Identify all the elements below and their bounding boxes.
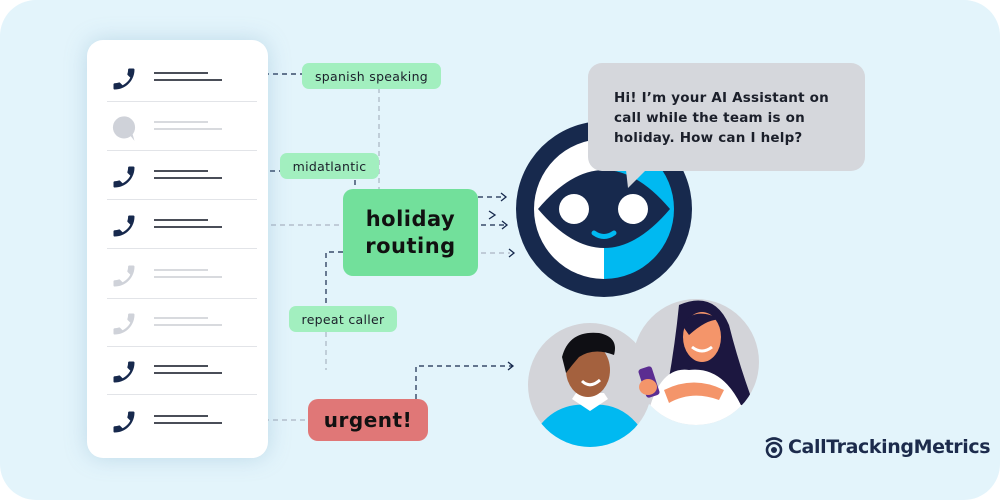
assistant-speech-bubble: Hi! I’m your AI Assistant on call while … [588,63,865,171]
phone-icon [113,411,135,433]
list-item[interactable] [107,298,257,347]
tag-midatlantic: midatlantic [280,153,379,179]
phone-icon [113,265,135,287]
speech-bubble-tail [626,170,646,188]
phone-icon [113,215,135,237]
list-item[interactable] [107,200,257,249]
calltrackingmetrics-logo-icon [765,437,783,458]
phone-icon [113,166,135,188]
tag-repeat-caller: repeat caller [289,306,397,332]
list-item[interactable] [107,396,257,445]
tag-spanish-speaking: spanish speaking [302,63,441,89]
support-team-illustration [528,299,759,447]
phone-icon [113,313,135,335]
list-item[interactable] [107,102,257,151]
assistant-message: Hi! I’m your AI Assistant on call while … [614,90,829,146]
phone-icon [113,68,135,90]
list-item[interactable] [107,151,257,200]
holiday-routing-node: holiday routing [343,189,478,276]
brand-logo: CallTrackingMetrics [764,436,991,458]
brand-name: CallTrackingMetrics [788,436,991,458]
chat-bubble-icon [112,116,136,141]
list-item[interactable] [107,346,257,395]
phone-icon [113,361,135,383]
conversation-list [87,40,268,458]
holiday-routing-line2: routing [365,233,456,258]
list-item[interactable] [107,250,257,299]
list-item[interactable] [107,53,257,102]
urgent-node: urgent! [308,399,428,441]
holiday-routing-line1: holiday [365,206,456,231]
